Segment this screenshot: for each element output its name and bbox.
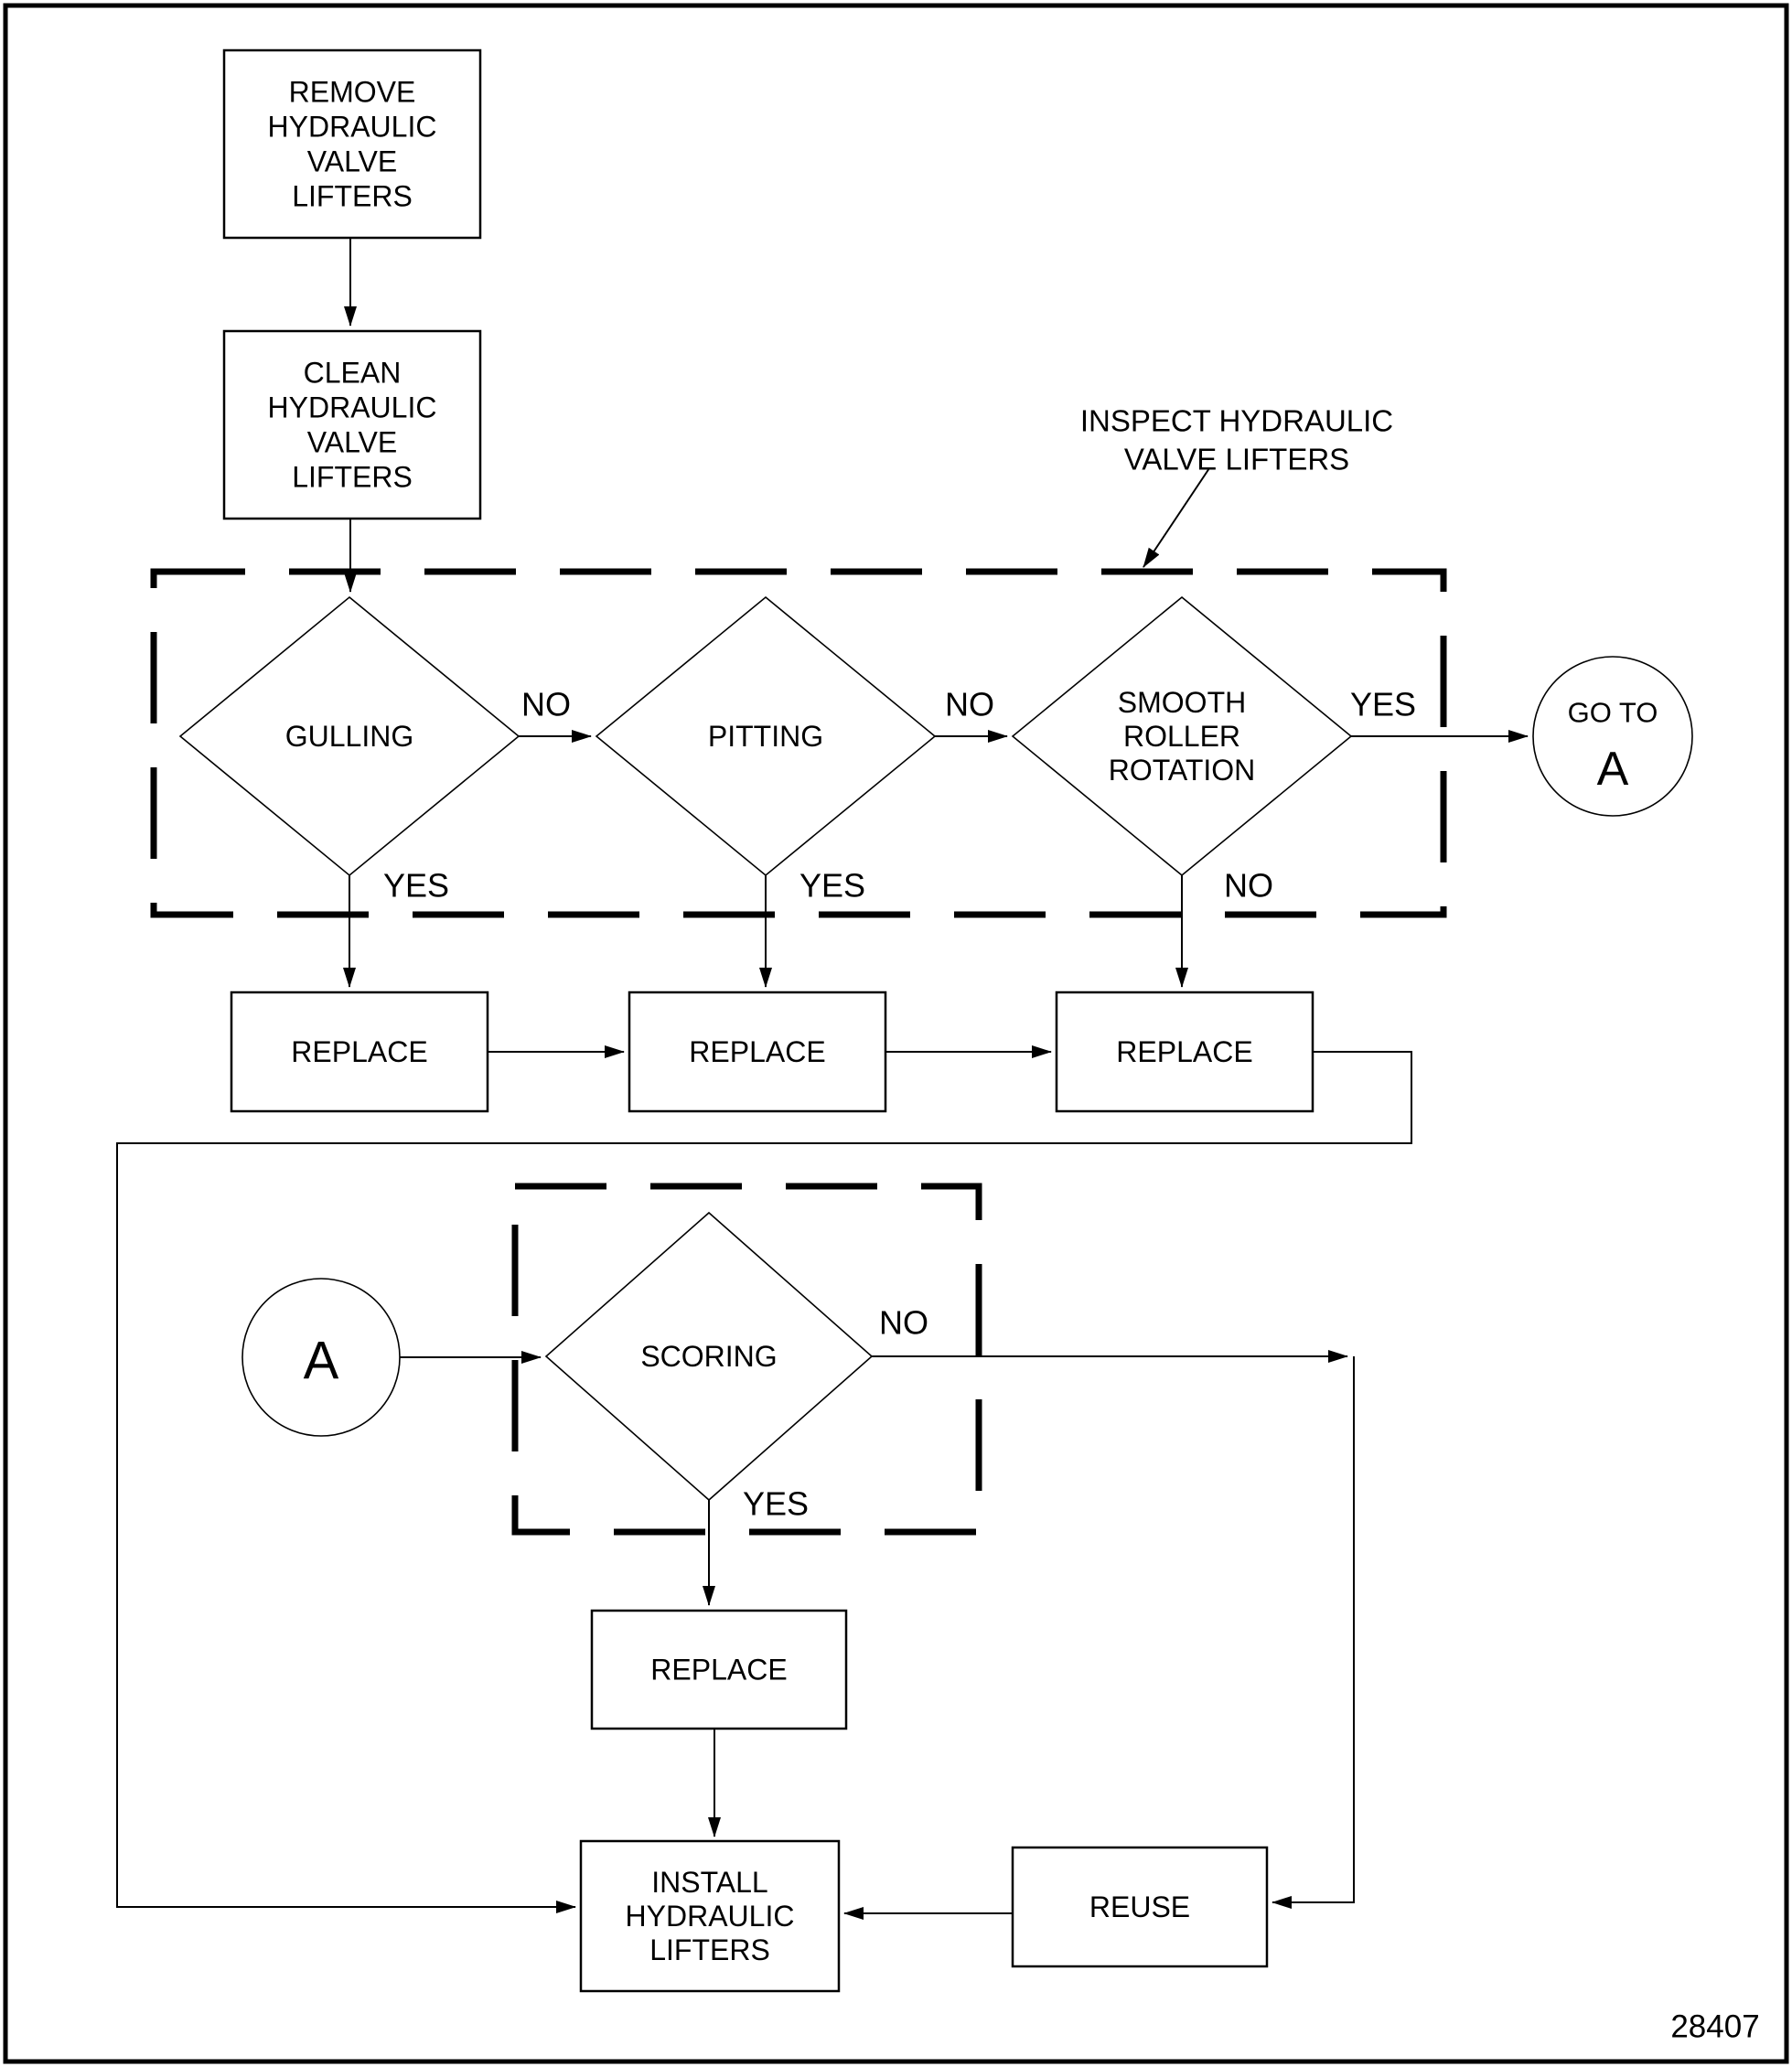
branch-label-scoring-yes: YES	[743, 1485, 809, 1523]
process-box-replace-1-label: REPLACE	[291, 1035, 427, 1068]
connector-no-corner-to-reuse	[1272, 1356, 1355, 1909]
connector-replace3-to-install	[116, 1051, 1412, 1913]
process-box-clean	[222, 329, 482, 520]
branch-label-pitting-no: NO	[945, 686, 994, 723]
branch-label-gulling-no: NO	[521, 686, 571, 723]
process-box-reuse-label: REUSE	[1089, 1890, 1190, 1923]
terminal-circle-goto-a-label: GO TO	[1568, 697, 1658, 729]
process-box-replace-3-label: REPLACE	[1116, 1035, 1252, 1068]
terminal-circle-a-label: A	[304, 1332, 339, 1391]
process-box-remove-label: VALVE	[307, 145, 397, 178]
process-box-install	[579, 1839, 841, 1993]
process-box-replace-1	[230, 991, 489, 1113]
process-box-remove	[222, 48, 482, 240]
process-box-replace-4	[590, 1609, 848, 1730]
decision-smooth-roller-rotation-label: ROTATION	[1109, 754, 1256, 787]
figure-number: 28407	[1670, 2009, 1759, 2045]
inspect-annotation-leader	[1143, 467, 1210, 568]
process-box-remove-label: HYDRAULIC	[268, 111, 437, 144]
process-box-replace-2-label: REPLACE	[689, 1035, 825, 1068]
decision-gulling-label: GULLING	[285, 720, 413, 753]
process-box-reuse	[1011, 1846, 1269, 1968]
branch-label-pitting-yes: YES	[799, 867, 865, 905]
decision-pitting-label: PITTING	[708, 720, 823, 753]
process-box-replace-2	[628, 991, 887, 1113]
branch-label-smooth-yes: YES	[1350, 686, 1416, 723]
decision-smooth-roller-rotation-label: SMOOTH	[1118, 686, 1246, 719]
decision-smooth-roller-rotation	[1011, 595, 1353, 877]
terminal-circle-goto-a-label: A	[1597, 743, 1629, 796]
process-box-install-label: HYDRAULIC	[626, 1900, 795, 1933]
page-border	[3, 3, 1789, 2064]
process-box-clean-label: HYDRAULIC	[268, 391, 437, 424]
decision-scoring	[544, 1211, 874, 1502]
decision-scoring-label: SCORING	[640, 1340, 777, 1373]
process-box-clean-label: CLEAN	[304, 357, 402, 390]
process-box-remove-label: REMOVE	[289, 76, 416, 109]
decision-pitting	[595, 595, 937, 877]
terminal-circle-goto-a	[1532, 656, 1693, 817]
inspect-annotation-label: INSPECT HYDRAULIC	[1080, 404, 1393, 438]
terminal-circle-a	[241, 1278, 401, 1437]
process-box-replace-4-label: REPLACE	[650, 1654, 787, 1687]
process-box-remove-label: LIFTERS	[292, 180, 413, 213]
branch-label-scoring-no: NO	[879, 1304, 928, 1342]
process-box-clean-label: LIFTERS	[292, 461, 413, 494]
process-box-install-label: INSTALL	[651, 1866, 767, 1899]
process-box-clean-label: VALVE	[307, 426, 397, 459]
process-box-replace-3	[1055, 991, 1314, 1113]
decision-smooth-roller-rotation-label: ROLLER	[1123, 720, 1240, 753]
branch-label-gulling-yes: YES	[383, 867, 449, 905]
branch-label-smooth-no: NO	[1224, 867, 1273, 905]
decision-gulling	[178, 595, 520, 877]
process-box-install-label: LIFTERS	[649, 1933, 770, 1966]
inspect-annotation-label: VALVE LIFTERS	[1124, 443, 1349, 477]
